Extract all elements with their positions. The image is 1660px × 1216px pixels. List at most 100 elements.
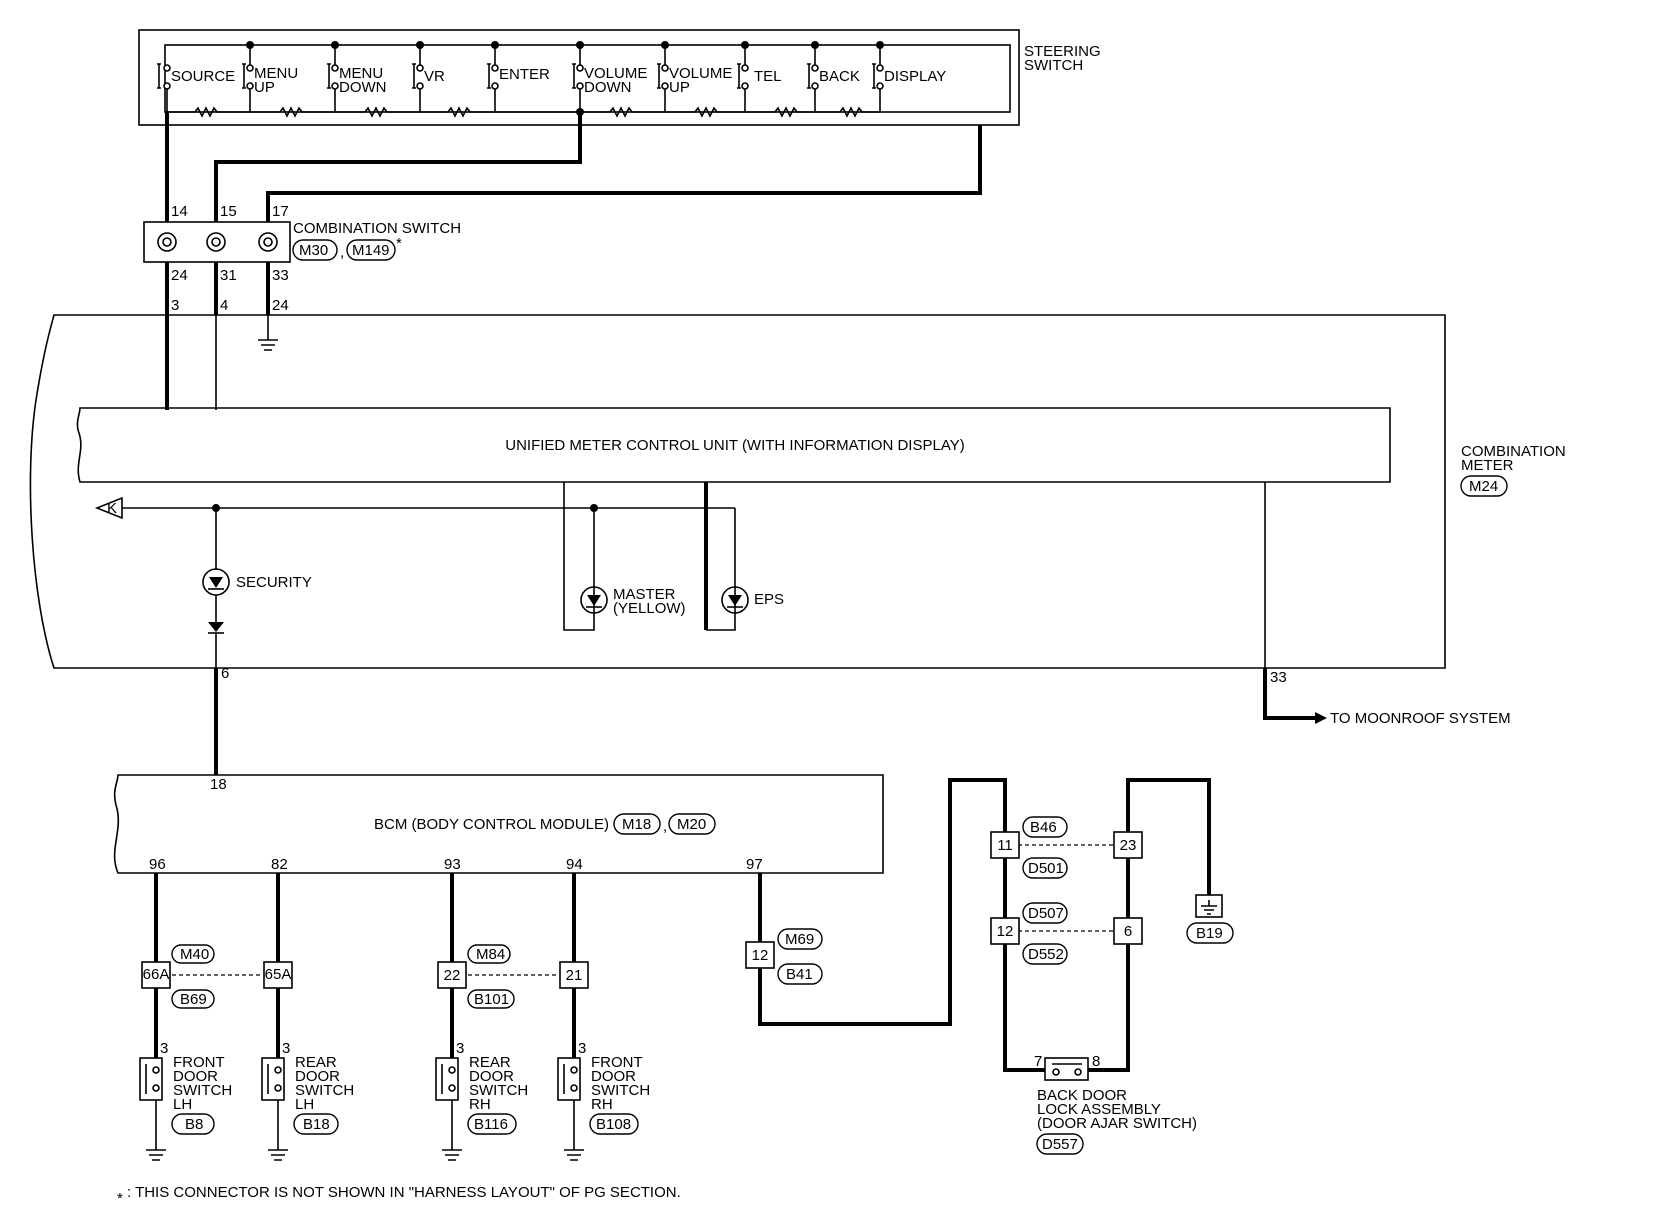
connector-pin-box xyxy=(437,961,467,989)
rear-door-lh-label-line1: REAR xyxy=(295,1054,337,1071)
connector-m149: M149 xyxy=(352,242,390,259)
resistor-ladder xyxy=(167,106,880,118)
spiral-cable-icon xyxy=(157,232,278,252)
connector-pin-21: 21 xyxy=(566,967,583,984)
connector-badge xyxy=(1036,1133,1084,1155)
steering-switch-title-line2: SWITCH xyxy=(1024,57,1083,74)
menu-down-switch-label: MENU xyxy=(339,65,383,82)
connector-pin-box xyxy=(990,917,1020,945)
wire xyxy=(1263,668,1315,720)
ground-icon xyxy=(1195,894,1223,918)
connector-b116: B116 xyxy=(474,1116,508,1133)
volume-down-switch-label: VOLUME xyxy=(584,65,647,82)
bcm-pin-18: 18 xyxy=(210,776,227,793)
tel-switch-label: TEL xyxy=(754,68,782,85)
connector-separator: , xyxy=(663,818,667,835)
volume-up-switch-label: VOLUME xyxy=(669,65,732,82)
front-door-rh-label-line2: DOOR xyxy=(591,1068,636,1085)
diode-icon xyxy=(208,622,224,634)
back-door-connectors: 12 M69 B41 11 23 B46 D501 12 6 D507 D552… xyxy=(745,816,1234,1155)
master-lamp-label-line2: (YELLOW) xyxy=(613,600,686,617)
connector-pin-12: 12 xyxy=(752,947,769,964)
meter-pin-3: 3 xyxy=(171,297,179,314)
connector-badge xyxy=(613,813,661,835)
door-switch-wiring xyxy=(154,873,576,1150)
comb-switch-pin-33: 33 xyxy=(272,267,289,284)
connector-d552: D552 xyxy=(1028,946,1064,963)
comb-switch-pin-14: 14 xyxy=(171,203,188,220)
connector-b108: B108 xyxy=(596,1116,631,1133)
arrow-right-icon xyxy=(1315,712,1327,724)
front-door-rh-pin: 3 xyxy=(578,1040,586,1057)
connector-badge xyxy=(171,944,215,964)
vr-switch-label: VR xyxy=(424,68,445,85)
connector-pin-12-bd: 12 xyxy=(997,923,1014,940)
connector-m18: M18 xyxy=(622,816,651,833)
back-door-title-line2: LOCK ASSEMBLY xyxy=(1037,1101,1161,1118)
connector-pin-box xyxy=(559,961,589,989)
door-switch-connectors: 66A 65A M40 B69 22 21 M84 B101 xyxy=(141,944,589,1009)
wire xyxy=(706,508,736,631)
combination-switch-box xyxy=(143,221,291,263)
door-switch-icon xyxy=(435,1057,459,1101)
combination-switch-title: COMBINATION SWITCH xyxy=(293,220,461,237)
door-switch-icon xyxy=(139,1057,163,1101)
connector-badge xyxy=(467,1113,517,1135)
combination-meter: 3 4 24 COMBINATION METER M24 UNIFIED MET… xyxy=(29,297,1566,686)
connector-m84: M84 xyxy=(476,946,505,963)
connector-m20: M20 xyxy=(677,816,706,833)
meter-pin-4: 4 xyxy=(220,297,228,314)
connector-badge xyxy=(1022,816,1068,838)
back-switch-label: BACK xyxy=(819,68,860,85)
connector-pin-66a: 66A xyxy=(143,966,170,983)
front-door-lh-label-line2: DOOR xyxy=(173,1068,218,1085)
bcm-pin-93: 93 xyxy=(444,856,461,873)
volume-up-switch-label-2: UP xyxy=(669,79,690,96)
connector-m69: M69 xyxy=(785,931,814,948)
combination-meter-title-line1: COMBINATION xyxy=(1461,443,1566,460)
connector-pin-23: 23 xyxy=(1120,837,1137,854)
connector-m40: M40 xyxy=(180,946,209,963)
connector-pin-11: 11 xyxy=(997,837,1013,854)
connector-badge xyxy=(171,1113,215,1135)
connector-badge xyxy=(1460,475,1508,497)
rear-door-lh-label-line4: LH xyxy=(295,1096,314,1113)
connector-b8: B8 xyxy=(185,1116,203,1133)
meter-pin-33: 33 xyxy=(1270,669,1287,686)
front-door-lh-label-line4: LH xyxy=(173,1096,192,1113)
door-switch-icon xyxy=(261,1057,285,1101)
connector-b69: B69 xyxy=(180,991,207,1008)
connector-badge xyxy=(171,989,215,1009)
connector-badge xyxy=(292,239,338,261)
connector-b41: B41 xyxy=(786,966,813,983)
connector-b19: B19 xyxy=(1196,925,1223,942)
rear-door-lh-label-line2: DOOR xyxy=(295,1068,340,1085)
combination-meter-outline xyxy=(29,314,1446,669)
bcm: 18 BCM (BODY CONTROL MODULE) M18 , M20 9… xyxy=(113,774,884,874)
connector-b101: B101 xyxy=(474,991,509,1008)
menu-up-switch-label: MENU xyxy=(254,65,298,82)
connector-badge xyxy=(589,1113,639,1135)
security-lamp-icon xyxy=(202,568,230,596)
door-switch-icon xyxy=(557,1057,581,1101)
connector-separator: , xyxy=(340,244,344,261)
bcm-pin-97: 97 xyxy=(746,856,763,873)
comb-switch-pin-15: 15 xyxy=(220,203,237,220)
combination-switch: 14 15 17 COMBINATION SWITCH M30 , M149 *… xyxy=(143,203,461,284)
connector-b46: B46 xyxy=(1030,819,1057,836)
connector-badge xyxy=(293,1113,339,1135)
rear-door-rh-pin: 3 xyxy=(456,1040,464,1057)
rear-door-lh-pin: 3 xyxy=(282,1040,290,1057)
eps-lamp-label: EPS xyxy=(754,591,784,608)
connector-pin-box xyxy=(1113,917,1143,945)
rear-door-lh-label-line3: SWITCH xyxy=(295,1082,354,1099)
connector-pin-65a: 65A xyxy=(265,966,292,983)
connector-pin-box xyxy=(990,831,1020,859)
connector-badge xyxy=(1022,943,1068,965)
back-door-switch-pin-7: 7 xyxy=(1034,1053,1042,1070)
connector-badge xyxy=(1022,857,1068,879)
bcm-pin-82: 82 xyxy=(271,856,288,873)
back-door-wiring xyxy=(758,778,1211,1072)
steering-switch-contacts xyxy=(157,45,884,112)
